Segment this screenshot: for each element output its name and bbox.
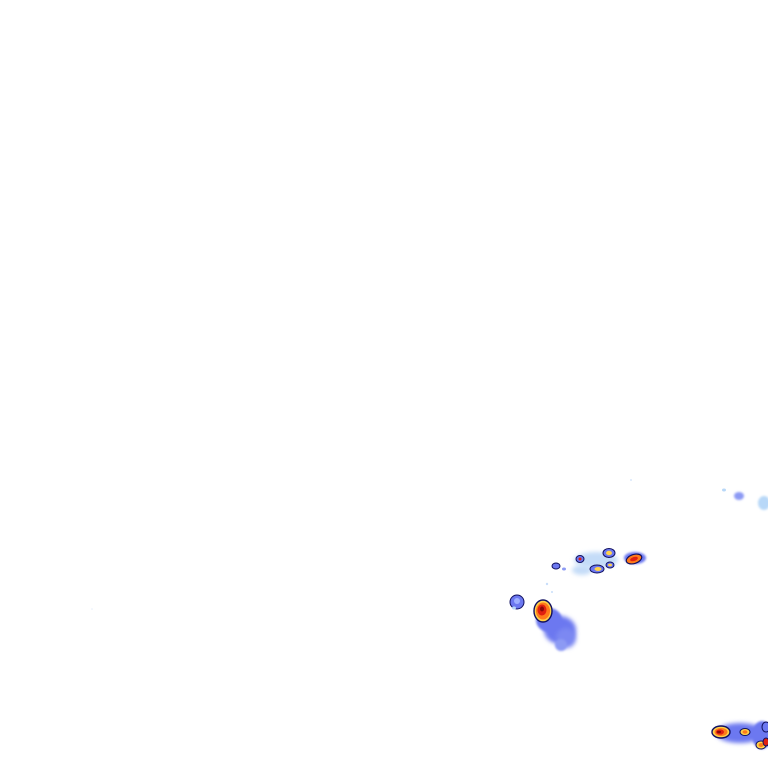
echo-cell	[572, 565, 592, 575]
echo-cell	[762, 737, 768, 747]
echo-cell	[551, 562, 561, 570]
echo-cell	[742, 730, 748, 734]
echo-cell	[540, 606, 544, 612]
storm-cell-west	[509, 594, 576, 651]
echo-cell	[630, 479, 632, 481]
echo-cell	[514, 598, 520, 604]
echo-cell	[562, 567, 566, 571]
echo-cell	[758, 496, 768, 510]
echo-cell	[758, 743, 764, 747]
echo-cell	[555, 639, 567, 651]
echo-cell	[734, 492, 744, 500]
storm-cell-northeast	[722, 488, 768, 510]
storm-cluster-southeast	[711, 721, 768, 750]
echo-cell	[630, 556, 638, 562]
echo-cell	[545, 582, 549, 586]
storm-line-central	[551, 548, 646, 575]
echo-cell	[717, 730, 721, 734]
echo-cell	[608, 563, 612, 567]
faint-echoes	[91, 479, 632, 610]
echo-cell	[91, 608, 93, 610]
echo-cell	[578, 557, 582, 561]
echo-cell	[606, 550, 612, 556]
echo-cell	[551, 591, 553, 593]
echo-cell	[722, 488, 726, 492]
echo-cell	[594, 567, 602, 571]
echo-cell	[512, 606, 516, 610]
echo-cell	[761, 721, 768, 733]
